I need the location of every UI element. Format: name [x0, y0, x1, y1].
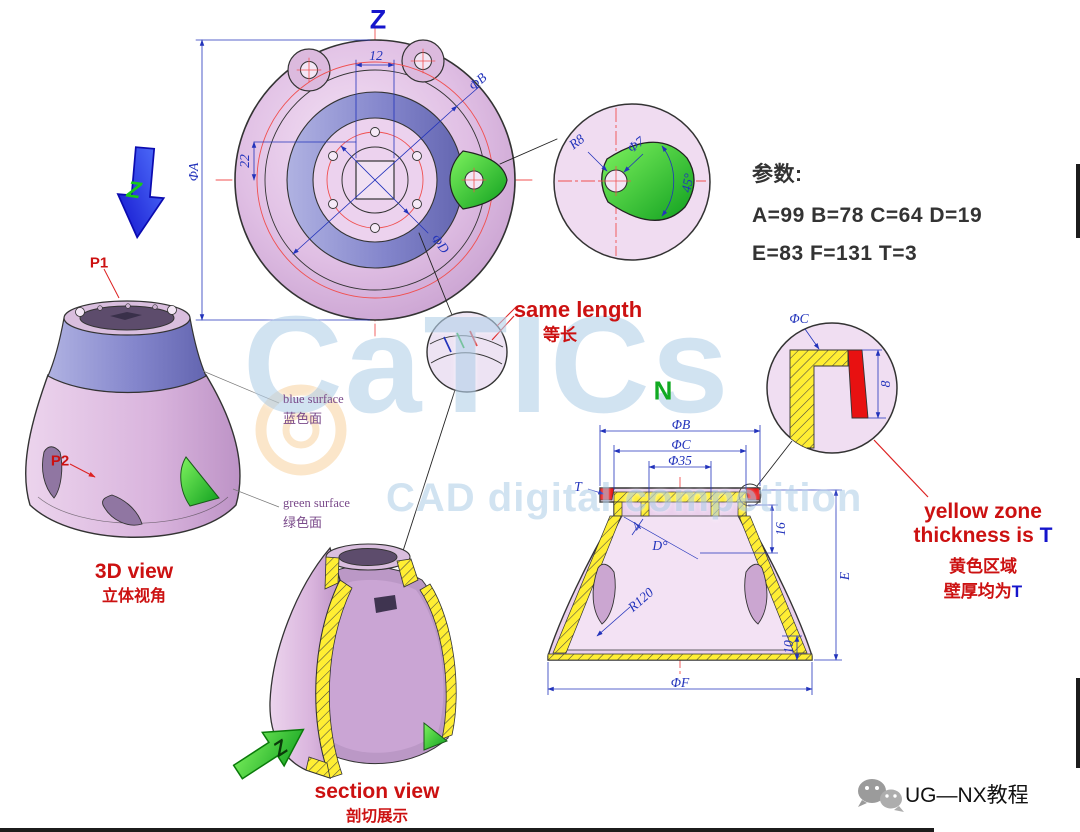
label-3d-view-en: 3D view: [94, 560, 174, 583]
view-section: [269, 543, 457, 780]
dim-front-t: T: [574, 479, 582, 494]
wall-left: [552, 515, 622, 654]
direction-arrows: [116, 146, 305, 780]
dim-corner-8: 8: [878, 380, 893, 388]
blue-z-arrow: [116, 146, 166, 240]
view-3d: [25, 268, 280, 538]
dim-front-phi-f: ΦF: [670, 675, 690, 690]
label-section-view-en: section view: [314, 780, 440, 803]
top-view-letter: Z: [369, 4, 387, 35]
label-section-view-zh: 剖切展示: [345, 808, 409, 825]
label-same-length-zh: 等长: [543, 325, 577, 345]
top-view: [195, 23, 558, 337]
green-tab: [449, 150, 508, 210]
dim-front-phi-b: ΦB: [671, 417, 691, 432]
green-triangle-section: [423, 721, 448, 751]
detail-view-corner: [766, 322, 929, 498]
dim-front-d-angle: D°: [652, 538, 668, 553]
view-front: [547, 425, 842, 695]
yellow-zone-line4-t: T: [1011, 582, 1023, 601]
cutout-bottom: [102, 494, 143, 526]
label-blue-surface-zh: 蓝色面: [283, 411, 323, 426]
label-p1: P1: [89, 254, 109, 272]
top-view-dimension-lines: [195, 39, 481, 321]
yellow-zone-line2: thickness is: [913, 524, 1040, 547]
label-green-surface-zh: 绿色面: [283, 515, 323, 530]
right-edge-bar-bottom: [1076, 678, 1080, 768]
channel-name: UG—NX教程: [905, 784, 1029, 807]
dim-front-10: 10: [781, 640, 796, 654]
mounting-tab-1: [287, 48, 331, 92]
front-view-letter: N: [653, 375, 673, 406]
leader-to-tab-detail: [499, 138, 558, 165]
dim-corner-phi-c: ΦC: [789, 311, 809, 326]
label-same-length-en: same length: [513, 297, 643, 322]
parameters-heading: 参数:: [752, 163, 803, 186]
dim-tab-45: 45°: [678, 172, 697, 194]
yellow-zone-line1: yellow zone: [924, 500, 1042, 523]
leader-to-same-length-detail: [418, 232, 453, 316]
cutout-left: [42, 446, 63, 499]
detail-callout-circle: [738, 483, 762, 507]
green-z-arrow: [232, 728, 305, 780]
dim-front-16: 16: [773, 522, 788, 536]
yellow-zone-note: yellow zone thickness is T 黄色区域 壁厚均为T: [914, 500, 1053, 602]
cut-face-left: [315, 579, 353, 779]
mounting-tab-2: [401, 39, 445, 83]
detail-view-same-length: [402, 306, 517, 552]
red-zone-left: [599, 487, 615, 501]
wechat-icon: [858, 779, 904, 812]
wall-right: [738, 515, 808, 654]
right-edge-bar-top: [1076, 164, 1080, 238]
dim-top-phi-a: ΦA: [186, 162, 201, 182]
front-view-dimension-lines: [547, 425, 842, 695]
yellow-zone-line3: 黄色区域: [948, 557, 1017, 576]
dim-front-e: E: [837, 571, 852, 581]
yellow-zone-line2-t: T: [1039, 524, 1053, 547]
parameters-block: 参数: A=99 B=78 C=64 D=19 E=83 F=131 T=3: [752, 158, 982, 266]
leader-to-corner-detail: [756, 440, 793, 487]
red-zone-right: [745, 487, 761, 501]
dim-top-12: 12: [369, 48, 383, 63]
leader-to-section-view: [402, 389, 456, 552]
label-green-surface-en: green surface: [283, 496, 350, 510]
bottom-edge-bar: [0, 828, 934, 832]
dim-top-22: 22: [237, 154, 252, 168]
dim-front-phi-35: Φ35: [668, 453, 692, 468]
green-triangle: [180, 456, 220, 507]
detail-view-tab: [553, 103, 711, 261]
cut-face-right: [419, 583, 457, 740]
parameters-line-1: A=99 B=78 C=64 D=19: [752, 204, 983, 227]
label-blue-surface-en: blue surface: [283, 392, 344, 406]
parameters-line-2: E=83 F=131 T=3: [752, 242, 918, 265]
teardrop-left: [592, 563, 616, 625]
wall-bottom: [547, 653, 813, 661]
label-3d-view-zh: 立体视角: [101, 588, 167, 605]
red-leader-to-yellow-text: [873, 439, 929, 498]
teardrop-right: [744, 563, 768, 625]
watermark-logo-ring: [255, 384, 347, 476]
label-p2: P2: [50, 452, 70, 470]
dim-front-phi-c: ΦC: [671, 437, 691, 452]
yellow-zone-line4: 壁厚均为: [943, 582, 1012, 601]
